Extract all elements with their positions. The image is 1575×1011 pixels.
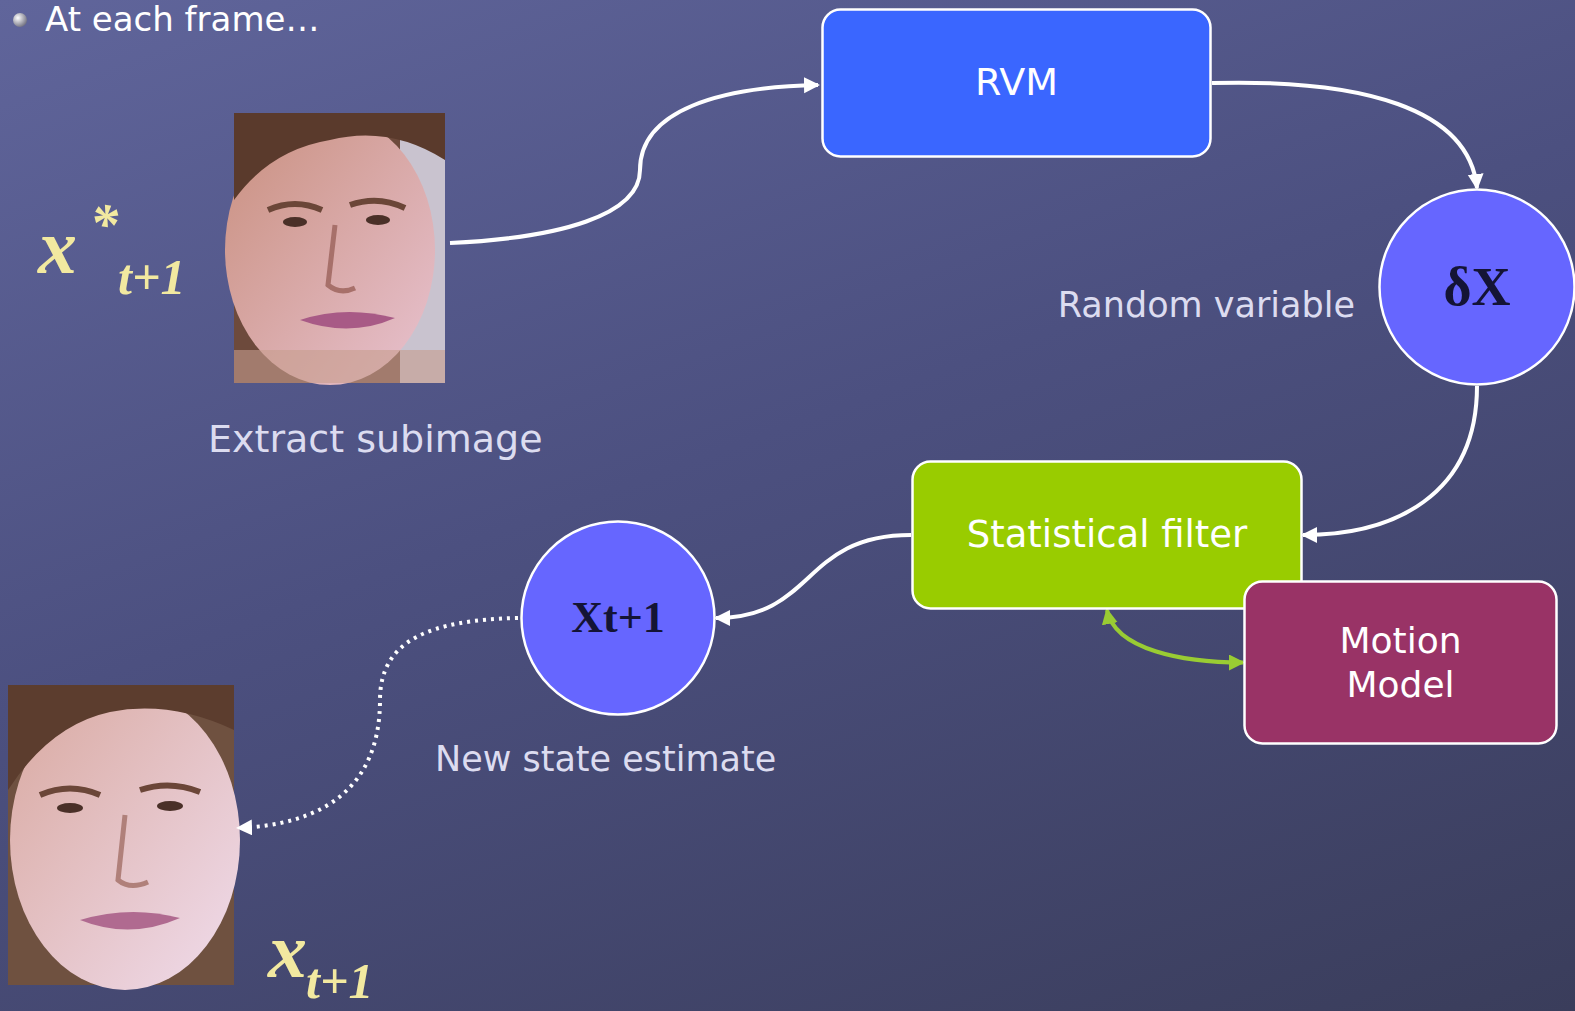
face-image xyxy=(8,685,240,990)
flow-arrow xyxy=(716,535,911,618)
flow-arrow xyxy=(1212,83,1477,188)
node-shape xyxy=(1245,582,1557,744)
side-label: Random variable xyxy=(1058,284,1355,326)
math-symbol: x xyxy=(268,912,307,990)
box-outline xyxy=(1243,580,1558,745)
caption-text: Extract subimage xyxy=(208,420,543,458)
node-shape xyxy=(913,462,1302,609)
node-text: RVM xyxy=(975,60,1058,106)
node-text: Xt+1 xyxy=(571,592,665,645)
bullet-text: At each frame… xyxy=(45,2,319,36)
side-label: New state estimate xyxy=(435,738,776,780)
math-subscript: t+1 xyxy=(118,252,185,302)
node-text: Statistical filter xyxy=(967,513,1248,557)
state-circle: δXRandom variable xyxy=(1378,188,1575,386)
math-superscript: * xyxy=(90,196,118,252)
node-text: δX xyxy=(1443,255,1510,320)
node-shape xyxy=(823,10,1211,157)
flow-line xyxy=(450,85,818,243)
node-shape xyxy=(522,522,715,715)
process-box: RVM xyxy=(821,8,1212,158)
dotted-line xyxy=(238,618,518,828)
flow-arrow xyxy=(1107,610,1243,663)
math-symbol: x xyxy=(38,208,77,286)
node-shape xyxy=(1380,190,1575,385)
face-image xyxy=(225,113,445,385)
state-circle: Xt+1New state estimate xyxy=(520,520,716,716)
process-box: Statistical filter xyxy=(911,460,1303,610)
process-box: Motion Model xyxy=(1243,580,1558,745)
math-subscript: t+1 xyxy=(306,956,373,1006)
flow-arrow xyxy=(1303,386,1477,535)
node-text: Motion Model xyxy=(1291,619,1511,705)
bullet xyxy=(13,13,27,27)
